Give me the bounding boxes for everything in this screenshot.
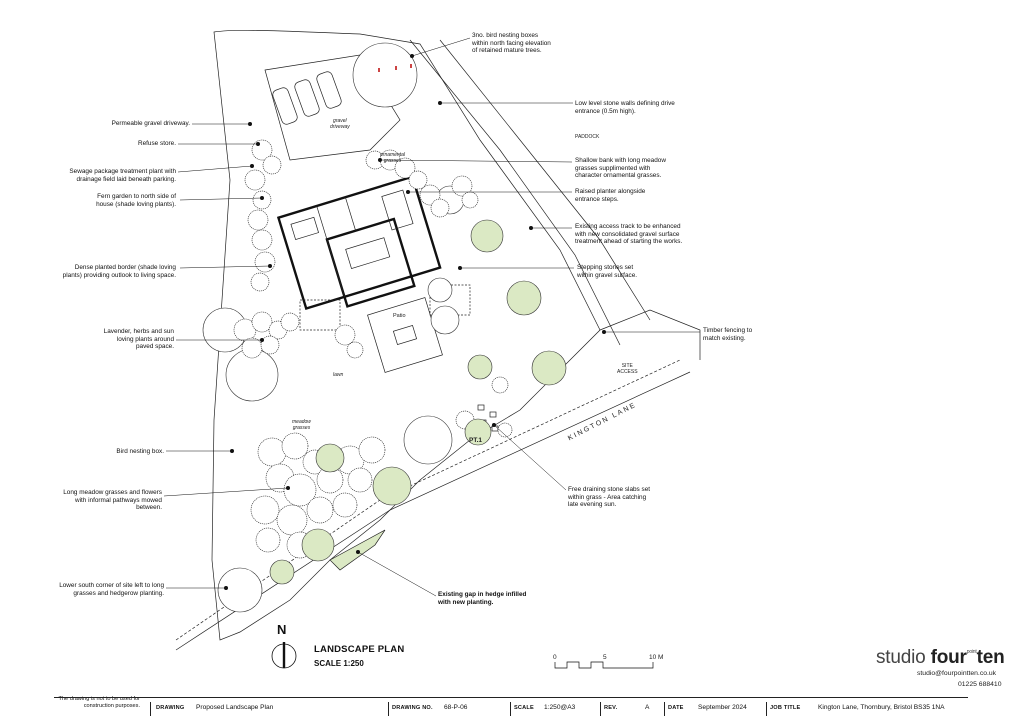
tb-no-value: 68-P-06 [444,704,468,711]
annotation-meadow-paths: Long meadow grasses and flowers with inf… [63,489,162,512]
annotation-nest-box: Bird nesting box. [116,448,164,455]
logo-four: four [930,647,967,668]
studio-logo: studio fourpointten [876,647,1005,669]
new-trees [269,219,567,585]
tb-drawing-key: DRAWING [156,705,185,711]
annotation-driveway: Permeable gravel driveway. [111,120,190,127]
fence-line [599,309,701,360]
house-footprint [276,175,442,310]
tb-date-key: DATE [668,705,684,711]
access-track-2 [439,39,651,321]
tb-rev-key: REV. [604,705,618,711]
annotation-south-corner: Lower south corner of site left to long … [59,582,164,597]
scale-bar-10: 10 M [649,654,664,661]
car-2 [294,79,320,117]
tb-rev-value: A [645,704,650,711]
bird-box-markers [378,64,412,72]
annotation-hedge-gap: Existing gap in hedge infilled with new … [438,591,527,606]
ornamental-grasses-label: ornamental grasses [380,152,406,164]
plan-scale: SCALE 1:250 [314,659,364,668]
annotation-refuse: Refuse store. [137,140,176,147]
tree-canopies [202,42,465,613]
annotation-bird-boxes: 3no. bird nesting boxes within north fac… [472,32,551,55]
annotation-lavender: Lavender, herbs and sun loving plants ar… [103,328,174,351]
leader-dots [224,54,606,590]
logo-ten: ten [976,647,1005,668]
lawn-label: lawn [333,372,344,378]
site-boundary [211,29,601,641]
patio-table [392,324,418,346]
meadow-grasses-label: meadow grasses [292,419,311,431]
hedge-gap-planting [329,529,386,571]
annotation-stepping-stones: Stepping stones set within gravel surfac… [577,264,638,279]
logo-studio: studio [876,647,931,668]
plan-title: LANDSCAPE PLAN [314,644,405,655]
car-3 [316,71,342,109]
scale-bar [554,661,654,669]
patio-area [367,297,443,373]
scale-bar-0: 0 [553,654,557,661]
access-track-1 [409,39,621,346]
construction-note: The drawing is not to be used for constr… [58,696,140,709]
annotation-fencing: Timber fencing to match existing. [703,327,753,342]
dense-planting [233,139,513,559]
annotation-draining-slabs: Free draining stone slabs set within gra… [568,486,651,509]
north-letter: N [277,622,287,637]
annotation-fern: Fern garden to north side of house (shad… [96,193,176,208]
tb-no-key: DRAWING NO. [392,705,433,711]
tb-date-value: September 2024 [698,704,747,711]
annotation-planter: Raised planter alongside entrance steps. [575,188,646,203]
car-1 [272,87,298,125]
pt1-label: PT.1 [469,437,483,444]
paddock-label: PADDOCK [575,134,600,140]
tree-canopy [352,42,418,108]
annotation-stone-walls: Low level stone walls defining drive ent… [575,100,675,115]
annotation-access-track: Existing access track to be enhanced wit… [575,223,683,246]
north-arrow-icon [271,642,297,669]
contact-phone: 01225 688410 [958,681,1002,688]
tb-drawing-value: Proposed Landscape Plan [196,704,274,711]
site-access-label: SITE ACCESS [617,363,638,375]
gravel-driveway-label: gravel driveway [330,118,350,130]
driveway-area [264,54,401,161]
tb-job-key: JOB TITLE [770,705,801,711]
patio-label: Patio [393,313,406,319]
contact-email: studio@fourpointten.co.uk [917,670,997,677]
annotation-sewage: Sewage package treatment plant with drai… [69,168,176,183]
tb-scale-key: SCALE [514,705,534,711]
title-block: DRAWING Proposed Landscape Plan DRAWING … [54,697,968,718]
tb-job-value: Kington Lane, Thornbury, Bristol BS35 1N… [818,704,945,711]
annotation-bank: Shallow bank with long meadow grasses su… [575,157,666,180]
leader-lines [163,37,700,597]
annotation-dense-border: Dense planted border (shade loving plant… [62,264,176,279]
tb-scale-value: 1:250@A3 [544,704,576,711]
logo-point: point [966,649,977,655]
scale-bar-5: 5 [603,654,607,661]
